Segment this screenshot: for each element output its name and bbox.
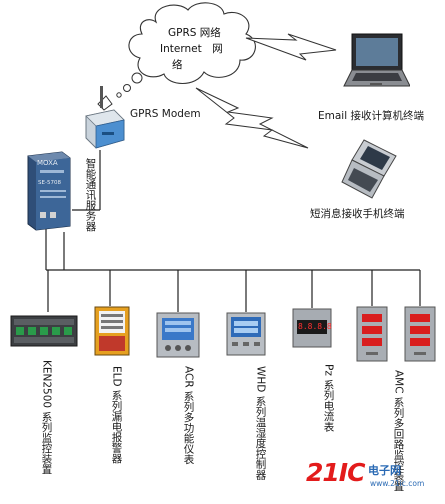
bus-lines xyxy=(45,150,421,312)
amc-device-1 xyxy=(356,306,388,362)
pz-icon xyxy=(292,308,332,348)
device-label-eld: ELD 系列漏电报警器 xyxy=(110,366,123,464)
moxa-model-label: SE-5708 xyxy=(38,180,61,186)
pz-display-readout: 8.8.8.8 xyxy=(298,322,332,331)
whd-device xyxy=(226,312,266,356)
gprs-modem-label: GPRS Modem xyxy=(130,108,201,120)
laptop-icon xyxy=(343,33,411,87)
device-label-pz: Pz 系列电流表 xyxy=(322,364,335,432)
phone-icon xyxy=(341,139,397,199)
ken2500-icon xyxy=(10,315,78,347)
eld-device xyxy=(94,306,130,356)
cloud-shape xyxy=(128,2,256,85)
whd-icon xyxy=(226,312,266,356)
cloud-text-tail: 络 xyxy=(172,59,183,71)
gprs-modem-icon xyxy=(85,86,125,149)
eld-icon xyxy=(94,306,130,356)
watermark-url: www.21ic.com xyxy=(370,479,425,488)
cloud-text-gprs: GPRS 网络 xyxy=(168,27,221,39)
ken2500-device xyxy=(10,312,78,350)
phone-device xyxy=(340,138,404,200)
amc-icon-2 xyxy=(404,306,436,362)
device-label-amc: AMC 系列多回路监控装置 xyxy=(392,370,405,492)
moxa-brand-label: MOXA xyxy=(37,159,58,167)
moxa-server-device xyxy=(24,150,72,232)
sms-terminal-label: 短消息接收手机终端 xyxy=(310,208,405,220)
cloud-text-internet: Internet 网 xyxy=(160,43,223,55)
acr-device xyxy=(156,312,200,358)
pz-device xyxy=(292,308,332,348)
moxa-server-icon xyxy=(27,151,71,231)
watermark-logo-number: 21IC xyxy=(306,458,365,487)
gprs-modem-device xyxy=(80,86,126,150)
cloud-puffs xyxy=(116,72,143,98)
device-label-acr: ACR 系列多功能仪表 xyxy=(182,366,195,465)
server-label: 智能通讯服务器 xyxy=(84,158,97,232)
lightning-bolts xyxy=(97,33,337,149)
acr-icon xyxy=(156,312,200,358)
device-label-whd: WHD 系列温湿度控制器 xyxy=(254,366,267,480)
watermark-logo-text: 电子网 xyxy=(368,464,401,477)
device-label-ken2500: KEN2500 系列监控装置 xyxy=(40,360,53,475)
amc-icon-1 xyxy=(356,306,388,362)
email-terminal-label: Email 接收计算机终端 xyxy=(318,110,424,122)
amc-device-2 xyxy=(404,306,436,362)
laptop-device xyxy=(342,32,411,92)
